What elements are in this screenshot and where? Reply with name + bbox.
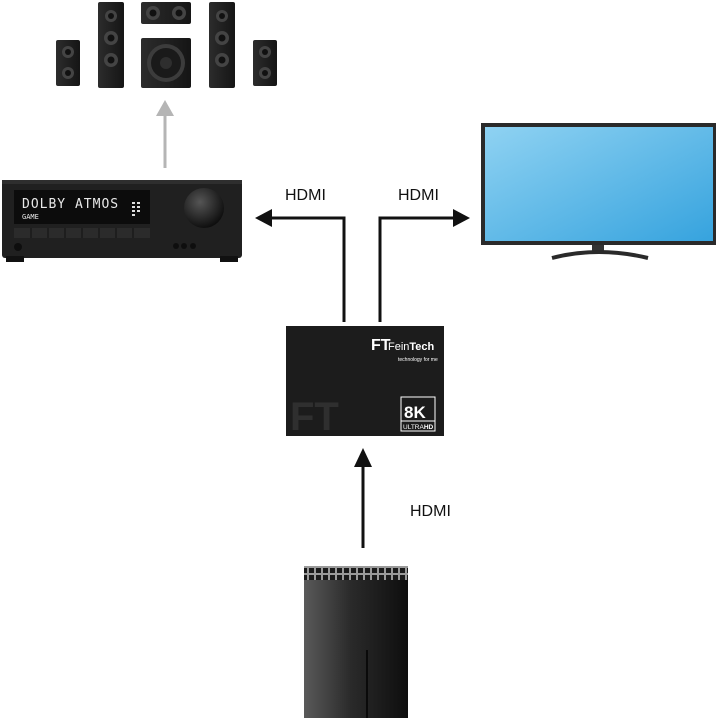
receiver-display-line2: GAME — [22, 213, 39, 221]
hdmi-label-tv: HDMI — [398, 187, 439, 204]
speaker-front-left — [98, 2, 124, 88]
speaker-right-surround — [253, 40, 277, 86]
subwoofer — [141, 38, 191, 88]
arrow-splitter-to-tv — [378, 209, 470, 322]
arrow-receiver-to-speakers — [156, 100, 174, 168]
badge-8k: 8K — [404, 403, 426, 422]
console-vent-grille — [304, 566, 408, 580]
hdmi-label-receiver: HDMI — [285, 187, 326, 204]
arrow-splitter-to-receiver — [255, 209, 346, 322]
headphone-jack-icon — [14, 243, 22, 251]
feintech-tagline: technology for me — [398, 357, 438, 363]
badge-ultrahd: ULTRAHD — [403, 424, 434, 431]
arrow-console-to-splitter — [354, 448, 372, 548]
television — [481, 123, 716, 260]
speaker-front-right — [209, 2, 235, 88]
feintech-logo: FeinTech — [388, 341, 435, 353]
splitter-watermark: FT — [290, 395, 339, 439]
hdmi-splitter: FT FT FeinTech technology for me 8K ULTR… — [286, 326, 444, 439]
receiver-display-line1: DOLBY ATMOS — [22, 197, 119, 212]
speaker-system — [56, 2, 277, 88]
tv-screen — [485, 127, 713, 241]
game-console — [304, 566, 408, 718]
volume-knob-icon — [184, 188, 224, 228]
speaker-center — [141, 2, 191, 24]
feintech-logo-mark: FT — [371, 337, 391, 354]
receiver-display — [14, 190, 150, 224]
hdmi-label-input: HDMI — [410, 503, 451, 520]
8k-ultrahd-badge: 8K ULTRAHD — [400, 396, 436, 432]
receiver-level-meter-icon — [132, 202, 140, 216]
av-receiver: DOLBY ATMOS GAME — [2, 180, 242, 262]
speaker-left-surround — [56, 40, 80, 86]
tv-stand — [551, 250, 649, 260]
